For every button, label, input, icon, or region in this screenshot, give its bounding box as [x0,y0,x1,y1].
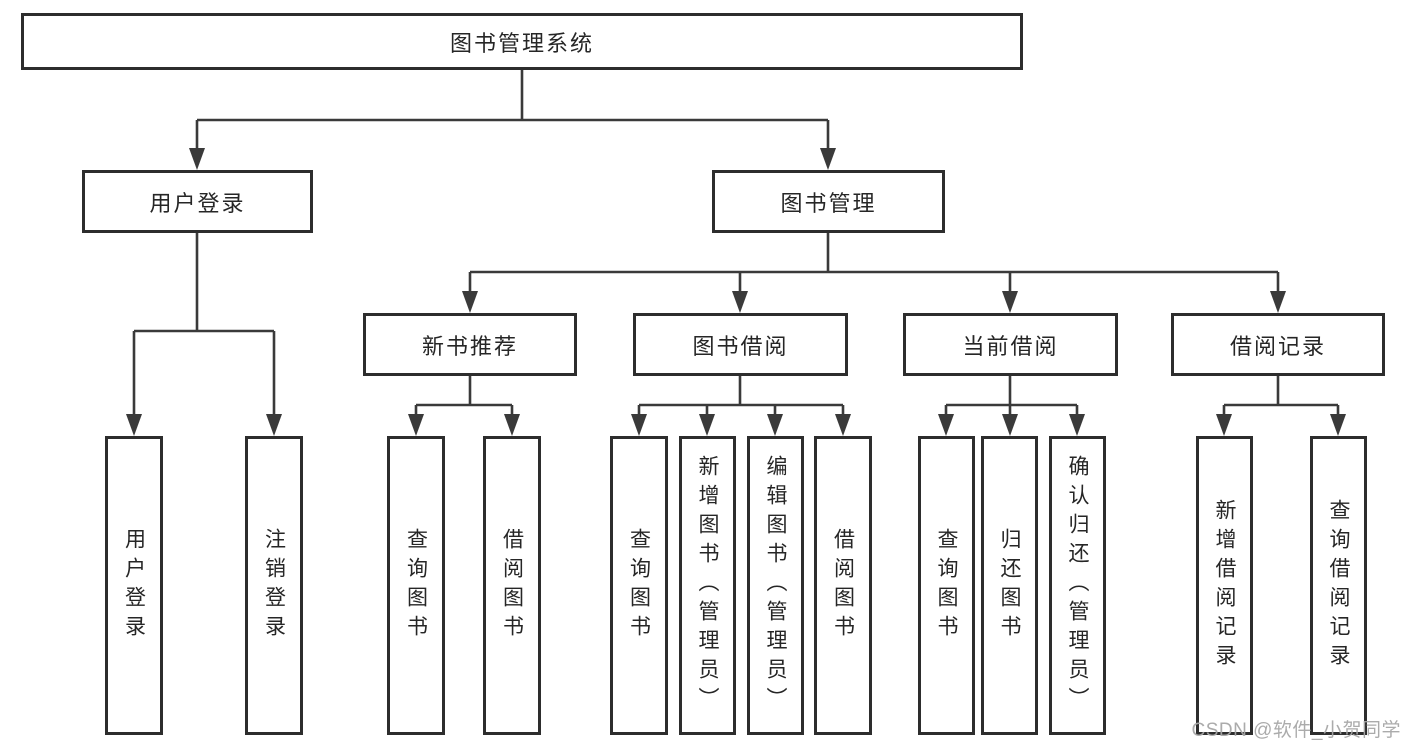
leaf-borrow-books-2-label: 借阅图书 [831,527,855,644]
leaf-add-book-admin-label: 新增图书（管理员） [696,455,719,716]
leaf-add-borrow-record: 新增借阅记录 [1196,436,1253,735]
node-current-borrowing: 当前借阅 [903,313,1118,376]
arrow-down-icon [732,291,748,313]
node-borrowing-records: 借阅记录 [1171,313,1385,376]
leaf-query-books-2: 查询图书 [610,436,668,735]
arrow-down-icon [699,414,715,436]
arrow-down-icon [189,148,205,170]
connector-root-to-level1 [189,69,836,170]
leaf-return-books: 归还图书 [981,436,1038,735]
node-library-system: 图书管理系统 [21,13,1023,70]
arrow-down-icon [266,414,282,436]
leaf-user-login-label: 用户登录 [122,527,146,644]
node-borrowing-records-label: 借阅记录 [1229,333,1326,359]
watermark: CSDN @软件_小贺同学 [1191,720,1401,741]
connector-current-borrowing [938,376,1085,436]
leaf-borrow-books-2: 借阅图书 [814,436,872,735]
connector-new-book-recommend [408,375,520,436]
leaf-logout-label: 注销登录 [262,527,286,644]
node-user-login: 用户登录 [82,170,313,233]
arrow-down-icon [408,414,424,436]
arrow-down-icon [504,414,520,436]
arrow-down-icon [820,148,836,170]
leaf-query-books-1-label: 查询图书 [404,527,428,644]
node-book-management: 图书管理 [712,170,945,233]
arrow-down-icon [767,414,783,436]
leaf-logout: 注销登录 [245,436,303,735]
arrow-down-icon [1069,414,1085,436]
node-book-management-label: 图书管理 [780,190,877,216]
connector-book-management [462,233,1286,313]
leaf-confirm-return-admin: 确认归还（管理员） [1049,436,1106,735]
arrow-down-icon [631,414,647,436]
arrow-down-icon [1216,414,1232,436]
node-user-login-label: 用户登录 [149,190,246,216]
leaf-user-login: 用户登录 [105,436,163,735]
leaf-add-book-admin: 新增图书（管理员） [679,436,736,735]
leaf-query-books-3: 查询图书 [918,436,975,735]
leaf-borrow-books-1-label: 借阅图书 [500,527,524,644]
leaf-add-borrow-record-label: 新增借阅记录 [1213,498,1236,673]
arrow-down-icon [1270,291,1286,313]
node-new-book-recommend: 新书推荐 [363,313,577,376]
leaf-edit-book-admin-label: 编辑图书（管理员） [764,455,787,716]
connector-user-login [126,232,282,436]
arrow-down-icon [835,414,851,436]
arrow-down-icon [1002,291,1018,313]
leaf-return-books-label: 归还图书 [998,527,1021,644]
arrow-down-icon [938,414,954,436]
leaf-confirm-return-admin-label: 确认归还（管理员） [1066,455,1089,716]
leaf-query-books-2-label: 查询图书 [627,527,651,644]
node-new-book-recommend-label: 新书推荐 [421,333,518,359]
leaf-query-borrow-record: 查询借阅记录 [1310,436,1367,735]
leaf-query-books-3-label: 查询图书 [935,527,958,644]
node-book-borrowing-label: 图书借阅 [692,333,789,359]
arrow-down-icon [1330,414,1346,436]
node-current-borrowing-label: 当前借阅 [962,333,1059,359]
leaf-query-borrow-record-label: 查询借阅记录 [1327,498,1350,673]
arrow-down-icon [462,291,478,313]
leaf-edit-book-admin: 编辑图书（管理员） [747,436,804,735]
connector-book-borrowing [631,376,851,436]
arrow-down-icon [126,414,142,436]
node-library-system-label: 图书管理系统 [449,30,594,56]
node-book-borrowing: 图书借阅 [633,313,848,376]
leaf-borrow-books-1: 借阅图书 [483,436,541,735]
leaf-query-books-1: 查询图书 [387,436,445,735]
arrow-down-icon [1002,414,1018,436]
connector-borrowing-records [1216,375,1346,436]
